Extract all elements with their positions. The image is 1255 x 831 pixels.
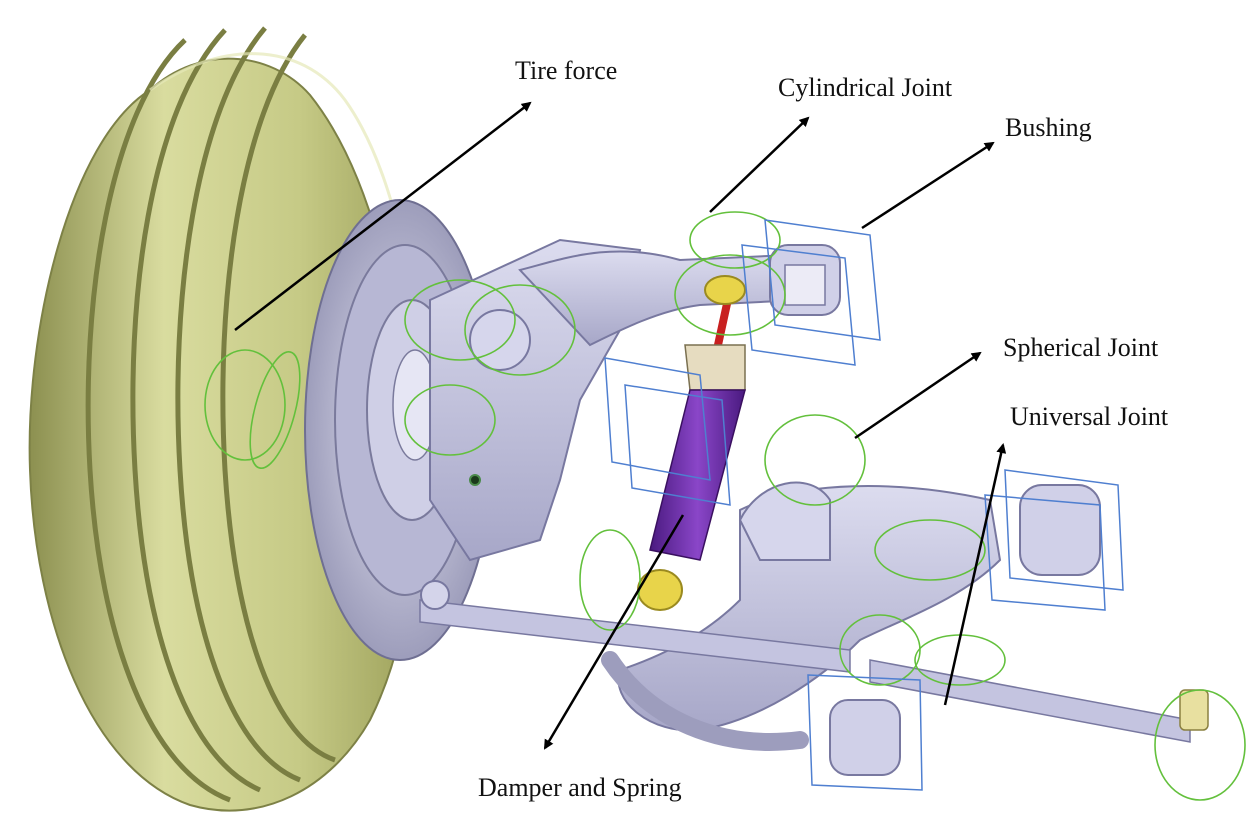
- universal-joint-arrow: [943, 443, 1007, 706]
- joint-markers: [204, 211, 1246, 801]
- bushing-frames: [604, 219, 1124, 791]
- universal-joint-label: Universal Joint: [1010, 402, 1169, 431]
- cylindrical-joint-label: Cylindrical Joint: [778, 73, 953, 102]
- cylindrical-joint-arrow: [709, 116, 810, 213]
- damper-and-spring-label: Damper and Spring: [478, 773, 682, 802]
- spherical-joint-arrow: [854, 351, 982, 440]
- lower-control-arm: [601, 481, 1101, 776]
- bushing-arrow: [861, 141, 995, 230]
- damper-and-spring-arrow: [543, 514, 685, 750]
- tire-force-arrow: [234, 101, 532, 331]
- tire: [28, 26, 427, 812]
- upper-control-arm: [518, 244, 841, 347]
- callout-arrows: [234, 101, 1007, 750]
- tire-force-label: Tire force: [515, 56, 618, 85]
- spherical-joint-label: Spherical Joint: [1003, 333, 1159, 362]
- bushing-label: Bushing: [1005, 113, 1092, 142]
- damper-and-spring: [637, 275, 746, 611]
